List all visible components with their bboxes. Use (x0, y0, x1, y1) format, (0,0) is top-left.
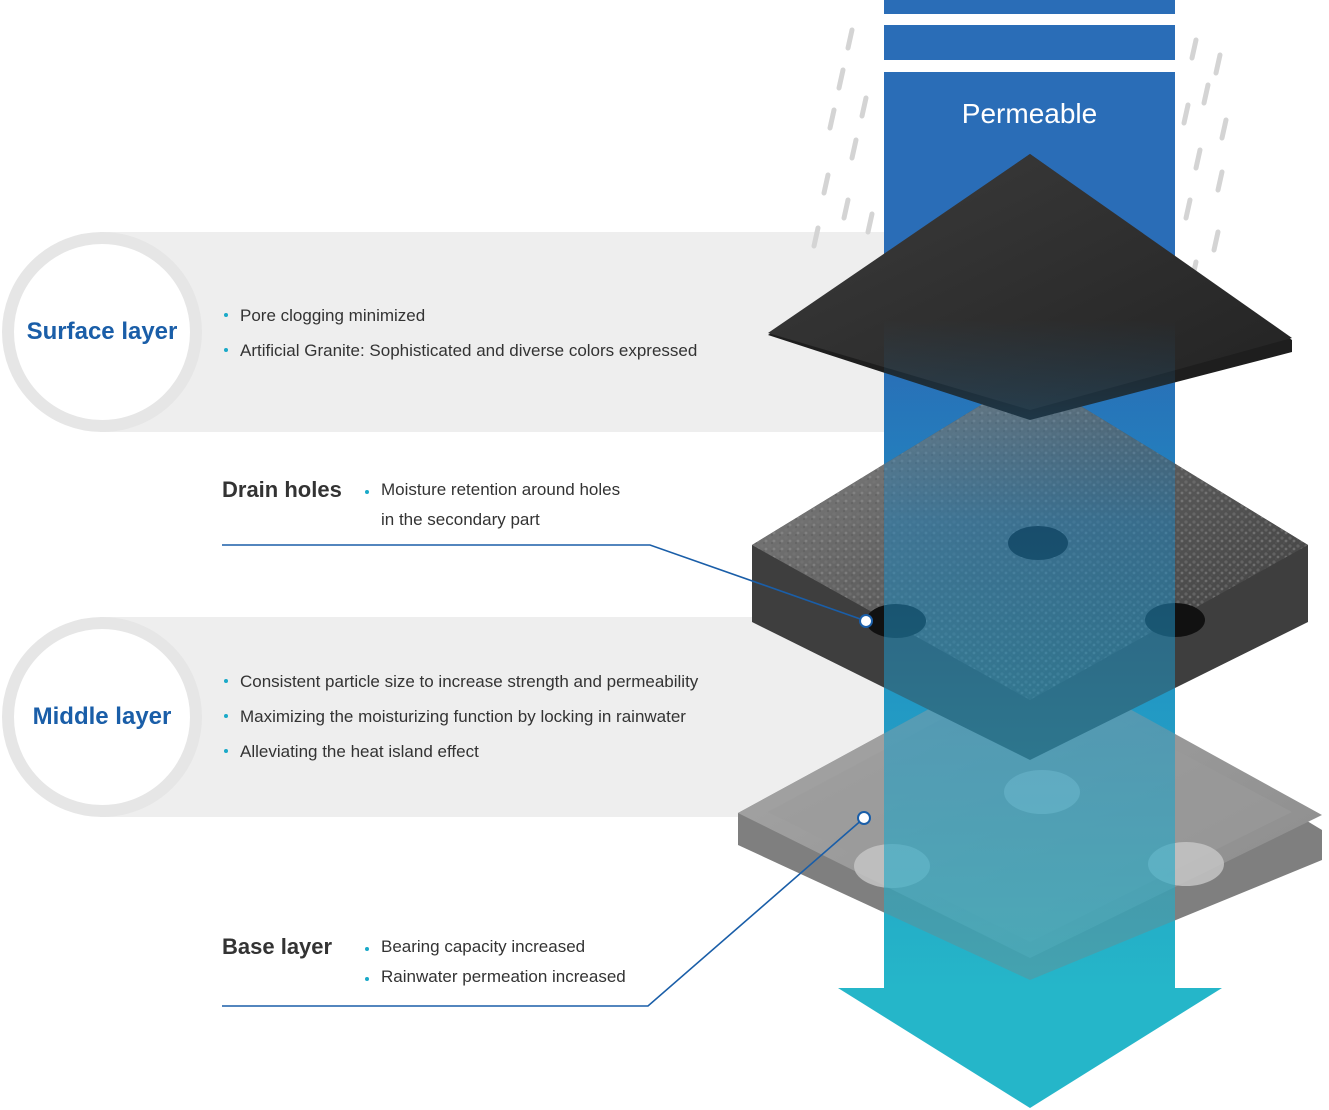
list-item: Pore clogging minimized (222, 298, 697, 333)
list-item: in the secondary part (381, 510, 540, 529)
middle-layer-title: Middle layer (32, 703, 172, 730)
list-item: Maximizing the moisturizing function by … (222, 699, 698, 734)
permeable-label: Permeable (961, 98, 1098, 129)
middle-layer-list: Consistent particle size to increase str… (222, 664, 698, 769)
list-item: Consistent particle size to increase str… (222, 664, 698, 699)
list-item: Alleviating the heat island effect (222, 734, 698, 769)
list-item: Bearing capacity increased (363, 932, 626, 962)
base-layer-title: Base layer (222, 934, 333, 959)
surface-layer-circle: Surface layer (2, 232, 202, 432)
surface-layer-list: Pore clogging minimized Artificial Grani… (222, 298, 697, 368)
arrow-overlay (884, 320, 1175, 990)
base-layer-list: Bearing capacity increased Rainwater per… (363, 932, 626, 992)
list-item: Artificial Granite: Sophisticated and di… (222, 333, 697, 368)
drain-holes-title: Drain holes (222, 477, 342, 502)
base-layer-marker (857, 811, 871, 825)
middle-layer-circle: Middle layer (2, 617, 202, 817)
list-item: Rainwater permeation increased (363, 962, 626, 992)
base-layer-leader (222, 817, 865, 1007)
drain-holes-list: Moisture retention around holes in the s… (363, 475, 620, 535)
surface-layer-title: Surface layer (26, 318, 178, 345)
middle-layer-band (100, 617, 920, 817)
drain-holes-marker (859, 614, 873, 628)
list-item: Moisture retention around holes (363, 475, 620, 505)
drain-holes-leader (222, 544, 867, 622)
